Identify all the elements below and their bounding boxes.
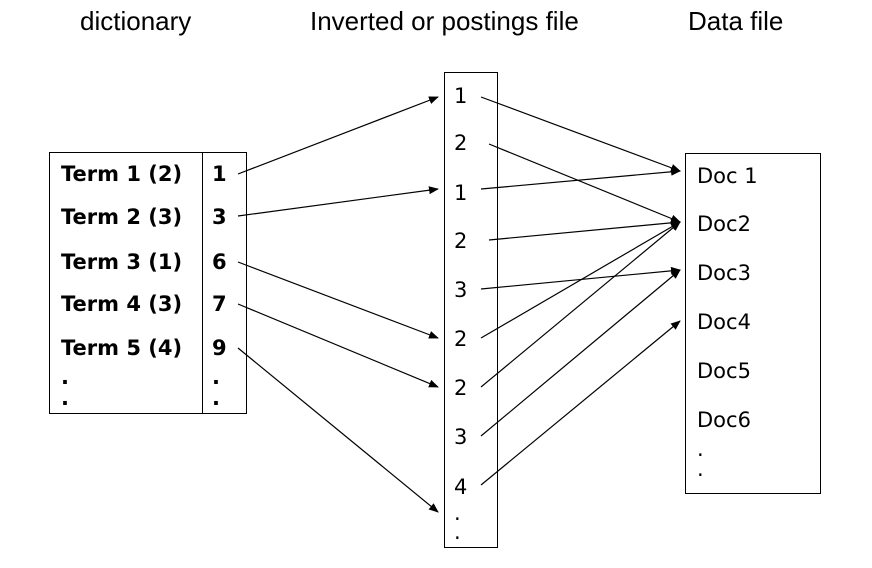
dictionary-to-posting-arrow (237, 261, 439, 339)
dictionary-to-posting-arrow (237, 347, 439, 513)
dictionary-to-posting-arrow (237, 96, 439, 175)
postings-ellipsis: . (454, 501, 461, 525)
posting-entry: 1 (454, 181, 468, 205)
posting-entry: 3 (454, 278, 468, 302)
posting-entry: 2 (454, 229, 468, 253)
posting-to-doc-arrow (488, 143, 681, 223)
doc-entry: Doc5 (697, 359, 751, 383)
dictionary-to-posting-arrow (237, 303, 439, 388)
dictionary-ellipsis: . (61, 365, 69, 389)
dictionary-column-divider (202, 153, 203, 413)
posting-to-doc-arrow (488, 218, 681, 241)
dictionary-box (49, 152, 247, 414)
doc-entry: Doc3 (697, 261, 751, 285)
posting-entry: 2 (454, 327, 468, 351)
posting-entry: 1 (454, 84, 468, 108)
posting-entry: 3 (454, 425, 468, 449)
dictionary-pointer: 7 (212, 292, 227, 316)
posting-to-doc-arrow (480, 269, 681, 437)
dictionary-term: Term 4 (3) (61, 292, 183, 316)
dictionary-heading: dictionary (80, 6, 192, 36)
dictionary-term: Term 2 (3) (61, 205, 183, 229)
data-file-box (685, 153, 821, 494)
posting-entry: 2 (454, 131, 468, 155)
dictionary-pointer: 1 (212, 162, 227, 186)
posting-entry: 2 (454, 376, 468, 400)
posting-to-doc-arrow (480, 96, 681, 172)
dictionary-term: Term 1 (2) (61, 162, 183, 186)
doc-entry: Doc 1 (697, 164, 758, 188)
dictionary-to-posting-arrow (237, 186, 439, 217)
data-file-heading: Data file (688, 6, 784, 36)
postings-heading: Inverted or postings file (310, 6, 579, 36)
postings-ellipsis: . (454, 520, 461, 544)
data-file-ellipsis: . (697, 437, 704, 461)
doc-entry: Doc4 (697, 310, 751, 334)
doc-entry: Doc2 (697, 212, 751, 236)
doc-entry: Doc6 (697, 408, 751, 432)
dictionary-term: Term 3 (1) (61, 250, 183, 274)
posting-to-doc-arrow (480, 167, 681, 190)
dictionary-ellipsis: . (61, 386, 69, 410)
dictionary-pointer-ellipsis: . (212, 386, 220, 410)
posting-to-doc-arrow (480, 221, 681, 339)
posting-to-doc-arrow (480, 320, 681, 486)
postings-box (444, 72, 498, 548)
dictionary-pointer: 6 (212, 250, 227, 274)
dictionary-term: Term 5 (4) (61, 336, 183, 360)
dictionary-pointer: 3 (212, 205, 227, 229)
dictionary-pointer-ellipsis: . (212, 365, 220, 389)
posting-to-doc-arrow (480, 221, 681, 388)
dictionary-pointer: 9 (212, 336, 227, 360)
posting-entry: 4 (454, 475, 468, 499)
data-file-ellipsis: . (697, 457, 704, 481)
